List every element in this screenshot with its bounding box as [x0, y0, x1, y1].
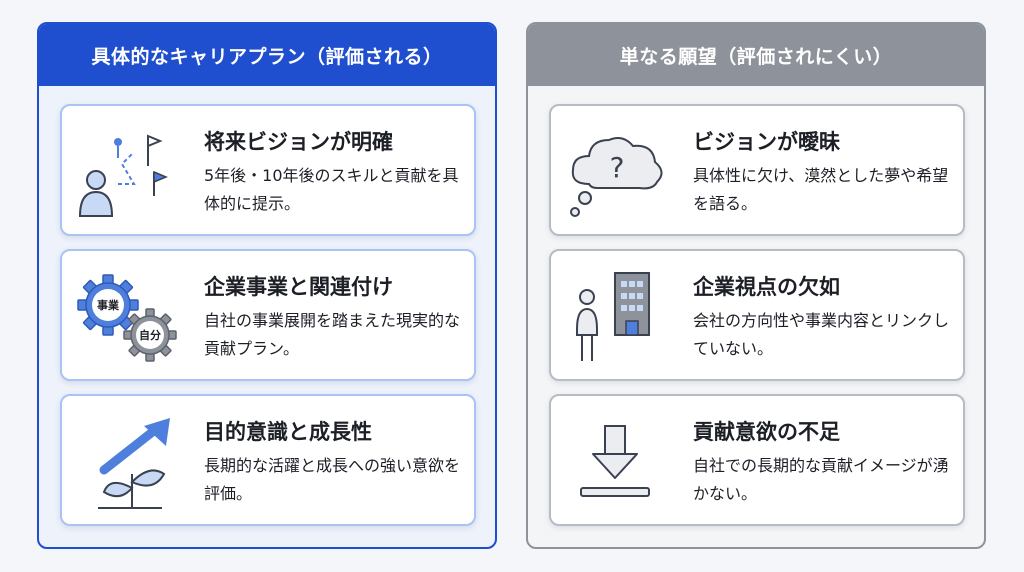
card-vague-vision: ? ビジョンが曖昧 具体性に欠け、漠然とした夢や希望を語る。	[549, 104, 965, 236]
card-title: 企業事業と関連付け	[204, 275, 393, 299]
card-clear-vision: 将来ビジョンが明確 5年後・10年後のスキルと貢献を具体的に提示。	[60, 104, 476, 236]
card-description: 会社の方向性や事業内容とリンクしていない。	[693, 311, 950, 358]
person-and-building-icon	[576, 272, 650, 361]
gears-icon: 事業 自分	[77, 274, 177, 362]
person-with-flags-icon	[78, 134, 168, 217]
left-panel-header: 具体的なキャリアプラン（評価される）	[39, 24, 495, 86]
card-description: 長期的な活躍と成長への強い意欲を評価。	[204, 456, 461, 503]
card-description: 自社の事業展開を踏まえた現実的な貢献プラン。	[204, 311, 461, 358]
question-mark: ?	[610, 151, 625, 184]
card-description: 5年後・10年後のスキルと貢献を具体的に提示。	[204, 166, 459, 213]
gear-label-self: 自分	[139, 328, 161, 342]
card-purpose-growth: 目的意識と成長性 長期的な活躍と成長への強い意欲を評価。	[60, 394, 476, 526]
card-lack-contribution: 貢献意欲の不足 自社での長期的な貢献イメージが湧かない。	[549, 394, 965, 526]
download-arrow-icon	[580, 425, 650, 497]
right-panel: 単なる願望（評価されにくい） ? ビジョンが曖昧 具体性に欠け、漠然とした夢や希…	[526, 22, 986, 549]
card-business-link: 事業 自分 企業事業と関連付け 自社の事業展開を踏まえた現実的な	[60, 249, 476, 381]
card-description: 具体性に欠け、漠然とした夢や希望を語る。	[693, 166, 949, 213]
card-title: 将来ビジョンが明確	[204, 130, 393, 154]
gear-label-business: 事業	[97, 298, 120, 312]
growth-arrow-sprout-icon	[98, 418, 170, 509]
card-title: ビジョンが曖昧	[693, 130, 840, 154]
left-panel: 具体的なキャリアプラン（評価される） 将来ビジョンが明確 5年後・10年後のスキ…	[37, 22, 497, 549]
right-panel-header: 単なる願望（評価されにくい）	[528, 24, 984, 86]
card-title: 目的意識と成長性	[204, 420, 372, 444]
thought-cloud-question-icon: ?	[570, 137, 663, 217]
card-lack-company-view: 企業視点の欠如 会社の方向性や事業内容とリンクしていない。	[549, 249, 965, 381]
card-title: 貢献意欲の不足	[693, 420, 840, 444]
card-title: 企業視点の欠如	[693, 275, 840, 299]
card-description: 自社での長期的な貢献イメージが湧かない。	[693, 456, 949, 503]
